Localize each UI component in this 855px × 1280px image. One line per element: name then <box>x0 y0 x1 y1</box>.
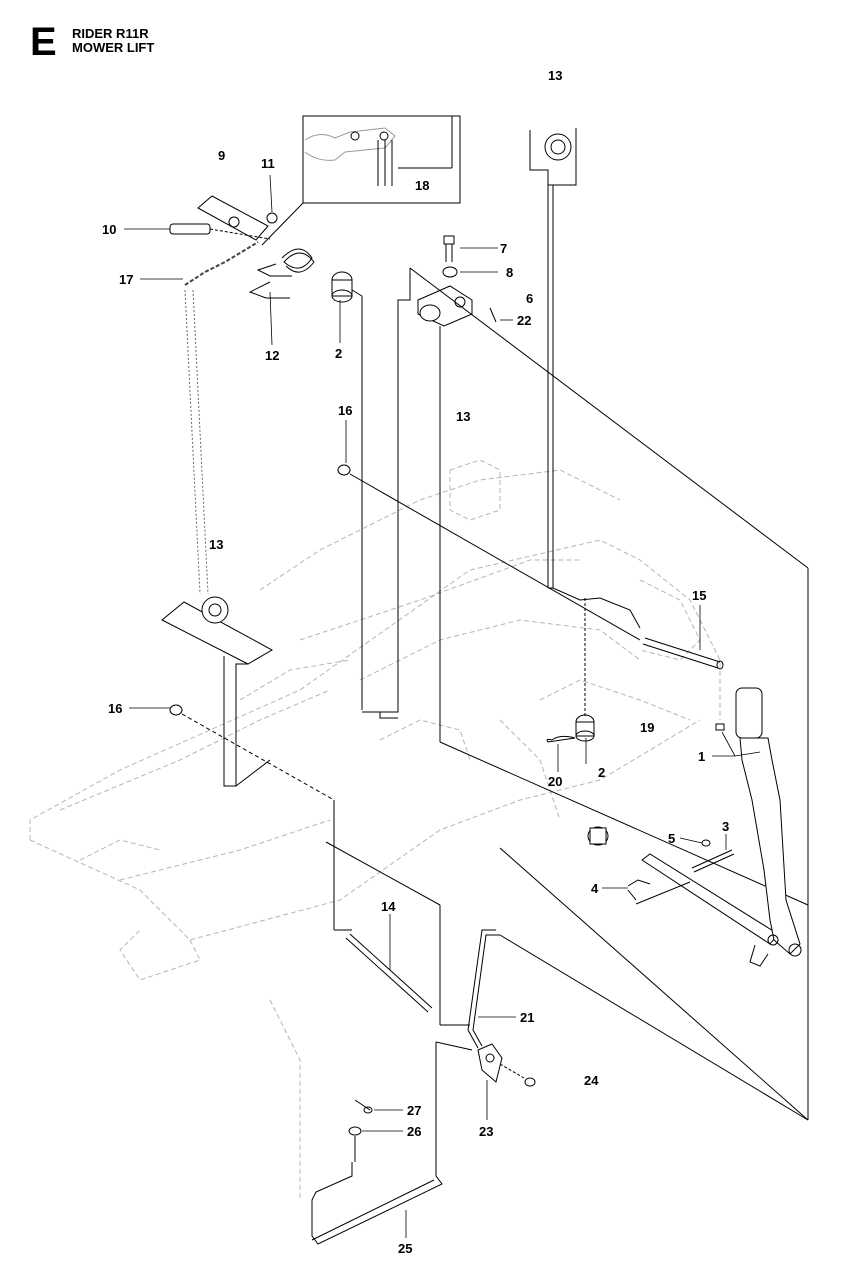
callout-17: 17 <box>119 272 133 287</box>
callout-14: 14 <box>381 899 396 914</box>
callout-25: 25 <box>398 1241 412 1256</box>
callout-16-lower: 16 <box>108 701 122 716</box>
callout-19: 19 <box>640 720 654 735</box>
callout-labels: 13 9 11 18 10 17 12 2 7 8 6 22 16 13 13 … <box>102 68 729 1256</box>
assembly-name: MOWER LIFT <box>72 40 155 55</box>
section-letter: E <box>30 20 57 64</box>
callout-2-lower: 2 <box>598 765 605 780</box>
callout-1: 1 <box>698 749 705 764</box>
callout-3: 3 <box>722 819 729 834</box>
part-outlines <box>161 128 809 1245</box>
callout-23: 23 <box>479 1124 493 1139</box>
callout-18: 18 <box>415 178 429 193</box>
callout-21: 21 <box>520 1010 534 1025</box>
callout-7: 7 <box>500 241 507 256</box>
callout-16-upper: 16 <box>338 403 352 418</box>
callout-10: 10 <box>102 222 116 237</box>
callout-11: 11 <box>261 156 275 171</box>
callout-22: 22 <box>517 313 531 328</box>
callout-15: 15 <box>692 588 706 603</box>
callout-13a: 13 <box>548 68 562 83</box>
leader-lines <box>124 174 761 1238</box>
callout-13b: 13 <box>456 409 470 424</box>
callout-26: 26 <box>407 1124 421 1139</box>
callout-6: 6 <box>526 291 533 306</box>
inset-detail-18 <box>261 115 461 246</box>
callout-12: 12 <box>265 348 279 363</box>
callout-13c: 13 <box>209 537 223 552</box>
callout-8: 8 <box>506 265 513 280</box>
callout-27: 27 <box>407 1103 421 1118</box>
callout-5: 5 <box>668 831 675 846</box>
ghost-frame <box>29 459 721 1200</box>
callout-9: 9 <box>218 148 225 163</box>
callout-4: 4 <box>591 881 599 896</box>
callout-24: 24 <box>584 1073 599 1088</box>
model-name: RIDER R11R <box>72 26 149 41</box>
callout-2-upper: 2 <box>335 346 342 361</box>
callout-20: 20 <box>548 774 562 789</box>
